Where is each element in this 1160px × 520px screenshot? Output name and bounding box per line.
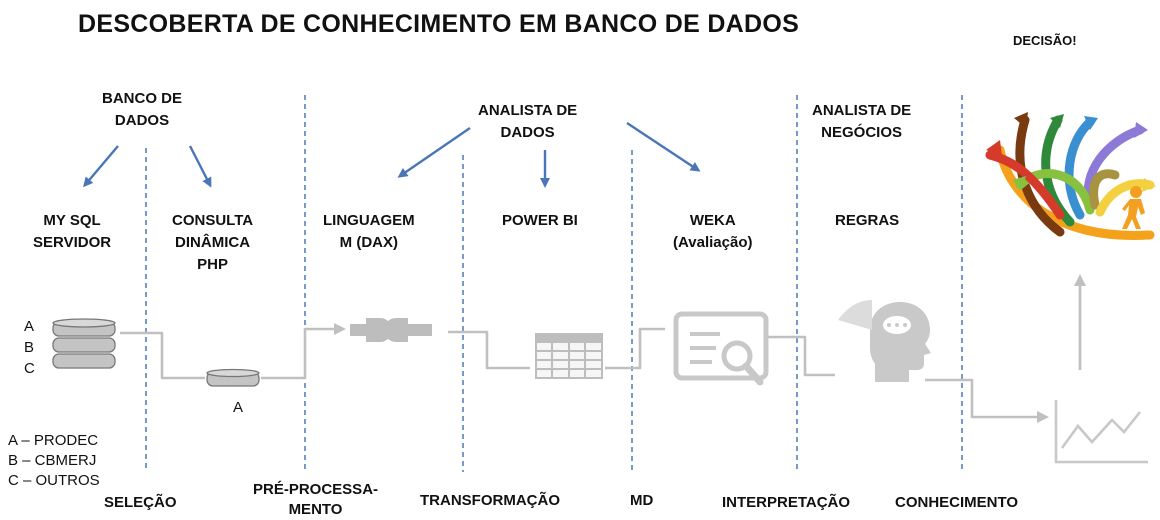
stage-transformation: TRANSFORMAÇÃO xyxy=(420,492,560,509)
plug-icon xyxy=(350,318,432,342)
actor-arrows xyxy=(83,121,701,188)
arrow-db-php xyxy=(188,145,212,188)
arrow-analyst-weka xyxy=(626,121,701,172)
stage-selection: SELEÇÃO xyxy=(104,494,177,511)
arrow-db-mysql xyxy=(83,145,119,188)
query-db-icon xyxy=(206,368,260,387)
thinking-head-icon xyxy=(838,300,931,382)
tool-weka: WEKA(Avaliação) xyxy=(673,212,753,251)
table-icon xyxy=(535,333,603,379)
tool-rules: REGRAS xyxy=(835,212,900,229)
query-letter: A xyxy=(233,399,244,416)
database-stack-icon xyxy=(52,318,116,369)
decision-arrows-icon xyxy=(985,115,1155,240)
decision-label: DECISÃO! xyxy=(1013,33,1077,48)
page-title: DESCOBERTA DE CONHECIMENTO EM BANCO DE D… xyxy=(78,10,800,38)
walking-person-icon xyxy=(1122,186,1145,229)
stage-knowledge: CONHECIMENTO xyxy=(895,494,1019,511)
magnifier-document-icon xyxy=(673,311,769,386)
stage-dividers xyxy=(145,95,963,472)
line-chart-icon xyxy=(1054,400,1148,464)
arrow-analyst-dax xyxy=(397,127,471,178)
flow-path xyxy=(120,274,1086,423)
stage-interpretation: INTERPRETAÇÃO xyxy=(722,494,851,511)
tool-powerbi: POWER BI xyxy=(502,212,578,229)
decision-arrowheads xyxy=(986,112,1156,192)
stage-md: MD xyxy=(630,492,654,509)
